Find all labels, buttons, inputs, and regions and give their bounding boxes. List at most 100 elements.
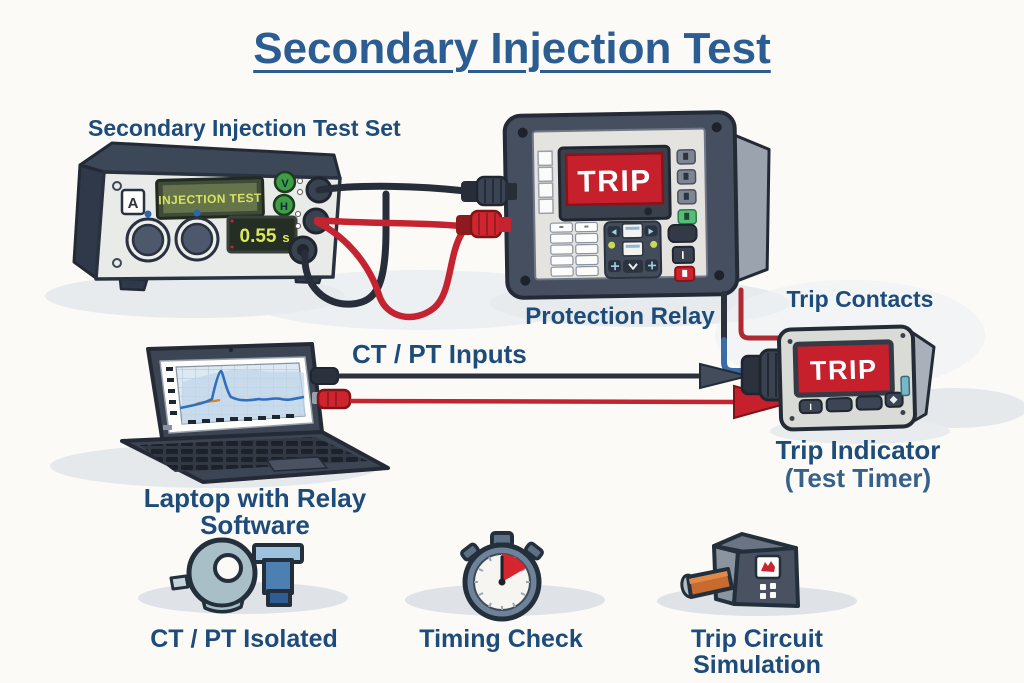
chart-blue-trace [179,369,305,410]
laptop-touchpad [266,456,328,472]
black-lead [315,182,470,195]
nav-down-key [623,259,644,273]
test-set-foot [118,277,149,292]
ct-pt-inputs-label: CT / PT Inputs [352,339,527,369]
current-knob [131,223,165,257]
trip-wire-blue [721,337,755,374]
ct-pt-input-arrows [338,362,796,420]
h-button [272,193,296,217]
panel-screw [112,258,122,268]
indicator-button-1-glyph: I [809,402,812,412]
feature-trip-sim-label: Trip Circuit Simulation [691,625,823,680]
relay-corner-screw [714,270,725,281]
relay-corner-screw [517,127,528,138]
relay-led-windows [537,150,554,215]
red-lead [313,216,464,230]
trip-wire-red [738,287,789,341]
relay-corner-screw [711,122,722,133]
panel-screw [112,181,122,191]
reset-glyph [682,269,688,277]
indicator-screw [900,333,906,339]
protection-relay-label: Protection Relay [525,303,715,330]
feature-timing-label: Timing Check [419,625,583,653]
indicator-button-1 [798,398,823,415]
indicator-screw [900,410,906,416]
ct-pt-black-arrowhead-icon [699,362,749,390]
injection-test-display-text: INJECTION TEST [158,191,262,208]
trip-contact-wires [721,287,789,374]
h-button-glyph: H [280,201,288,213]
plus-icon [648,261,657,270]
test-set-device: A INJECTION TEST V H 0.55 s [72,141,342,292]
stopwatch-elapsed-wedge [502,554,526,582]
indicator-trip-text: TRIP [810,354,878,386]
knob-indicator-dot [193,209,201,217]
stopwatch-ticks [474,554,530,610]
ct-base [201,597,245,614]
relay-power-button [671,245,695,265]
relay-function-buttons [676,148,698,225]
down-arrow-icon [628,263,638,270]
chart-area-fill [182,368,305,424]
laptop-black-plug [310,367,339,385]
black-plug-ridges [484,179,502,203]
indicator-button-3 [855,395,883,411]
relay-power-button-glyph: I [681,250,684,262]
chart-axis-ticks [166,367,294,424]
relay-corner-screw [520,275,531,286]
indicator-teal-led [900,375,911,397]
diamond-icon [889,395,898,404]
relay-nav-cluster [603,220,663,280]
indicator-screw [789,415,795,421]
page-title: Secondary Injection Test [253,24,771,73]
laptop-device [120,342,390,484]
black-lead-slack-loop [301,190,390,308]
feature-ct-pt-label: CT / PT Isolated [150,625,338,653]
relay-trip-text: TRIP [577,164,652,198]
laptop-label: Laptop with Relay Software [143,483,367,541]
timer-display [226,215,298,254]
stopwatch-right-button [524,541,544,561]
indicator-button-2 [825,396,853,413]
nav-mini-display [621,222,644,239]
ct-pt-isolated-icon [169,537,304,614]
ampere-badge-text: A [128,195,139,212]
red-plug-boot [456,215,474,235]
left-arrow-icon [611,229,617,236]
voltage-knob [180,222,214,256]
pt-body [262,558,294,595]
trip-circuit-sim-icon [680,532,800,608]
laptop-red-plug [316,388,352,410]
sim-indicator-dots [760,583,776,599]
injection-test-display: INJECTION TEST [155,176,265,220]
red-plug-tip [499,217,511,232]
relay-display-dot [644,207,653,216]
timer-corner-dot [230,219,234,223]
nav-mini-display [621,240,644,257]
nav-green-led [608,241,616,249]
trip-contacts-label: Trip Contacts [786,286,934,312]
black-plug-tip [505,183,517,200]
relay-input-plugs [456,175,517,239]
timer-value-text: 0.55 [240,226,277,247]
ampere-badge [120,188,146,216]
ct-hole [213,553,243,583]
trip-indicator-label: Trip Indicator [775,435,941,465]
terminal-indicator-dots [295,178,303,229]
plus-icon [611,262,620,271]
relay-keypad [549,221,599,277]
indicator-screw [787,338,793,344]
v-button-glyph: V [281,178,289,190]
connector-ridges [767,353,777,397]
indicator-trip-screen [792,339,895,398]
v-button [273,170,297,194]
relay-trip-screen [564,152,665,207]
stopwatch-icon [460,531,544,622]
nav-green-led [650,240,658,248]
timer-corner-dot [230,245,234,249]
pt-base [266,589,292,607]
trip-indicator-device: TRIP I [740,324,936,432]
sim-plug-highlight [689,571,728,584]
